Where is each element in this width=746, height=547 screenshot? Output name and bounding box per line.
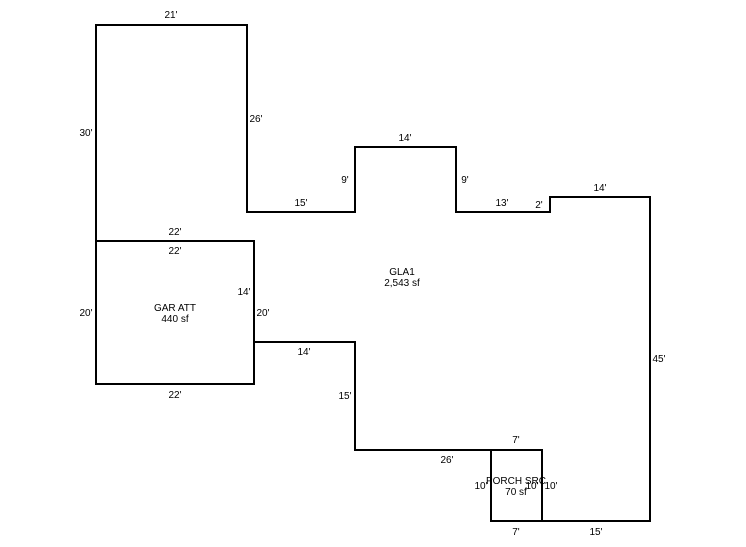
dim-after-bump: 13' <box>495 198 508 209</box>
dim-bottom-inner: 26' <box>440 455 453 466</box>
dim-under-garage: 14' <box>297 347 310 358</box>
dim-porch-top: 7' <box>512 435 520 446</box>
dim-main-left-upper: 30' <box>79 128 92 139</box>
dim-bump-top: 14' <box>398 133 411 144</box>
dim-small-step: 2' <box>535 200 543 211</box>
dim-bottom-right: 15' <box>589 527 602 538</box>
dim-porch-right-inner: 10' <box>525 481 538 492</box>
garage-area-size: 440 sf <box>161 314 188 325</box>
dim-garage-top-outer: 22' <box>168 227 181 238</box>
gla-area-name: GLA1 <box>389 267 415 278</box>
dim-porch-left: 10' <box>474 481 487 492</box>
dim-garage-right-inner: 14' <box>237 287 250 298</box>
garage-outline <box>95 240 255 385</box>
dim-east-top: 14' <box>593 183 606 194</box>
gla-area-size: 2,543 sf <box>384 278 420 289</box>
dim-garage-bottom: 22' <box>168 390 181 401</box>
porch-outline <box>490 449 543 522</box>
dim-main-step-low: 15' <box>294 198 307 209</box>
garage-area-name: GAR ATT <box>154 303 196 314</box>
dim-garage-left: 20' <box>79 308 92 319</box>
dim-bump-right: 9' <box>461 175 469 186</box>
dim-inner-vertical: 15' <box>338 391 351 402</box>
porch-area-size: 70 sf <box>505 487 527 498</box>
gla-outline <box>95 24 651 522</box>
dim-garage-top-inner: 22' <box>168 246 181 257</box>
dim-porch-bottom: 7' <box>512 527 520 538</box>
dim-main-top: 21' <box>164 10 177 21</box>
dim-bump-left: 9' <box>341 175 349 186</box>
dim-east-right: 45' <box>652 354 665 365</box>
dim-main-inner-right: 26' <box>249 114 262 125</box>
dim-porch-right-outer: 10' <box>544 481 557 492</box>
dim-garage-right-outer: 20' <box>256 308 269 319</box>
porch-area-name: PORCH SRC <box>486 476 546 487</box>
